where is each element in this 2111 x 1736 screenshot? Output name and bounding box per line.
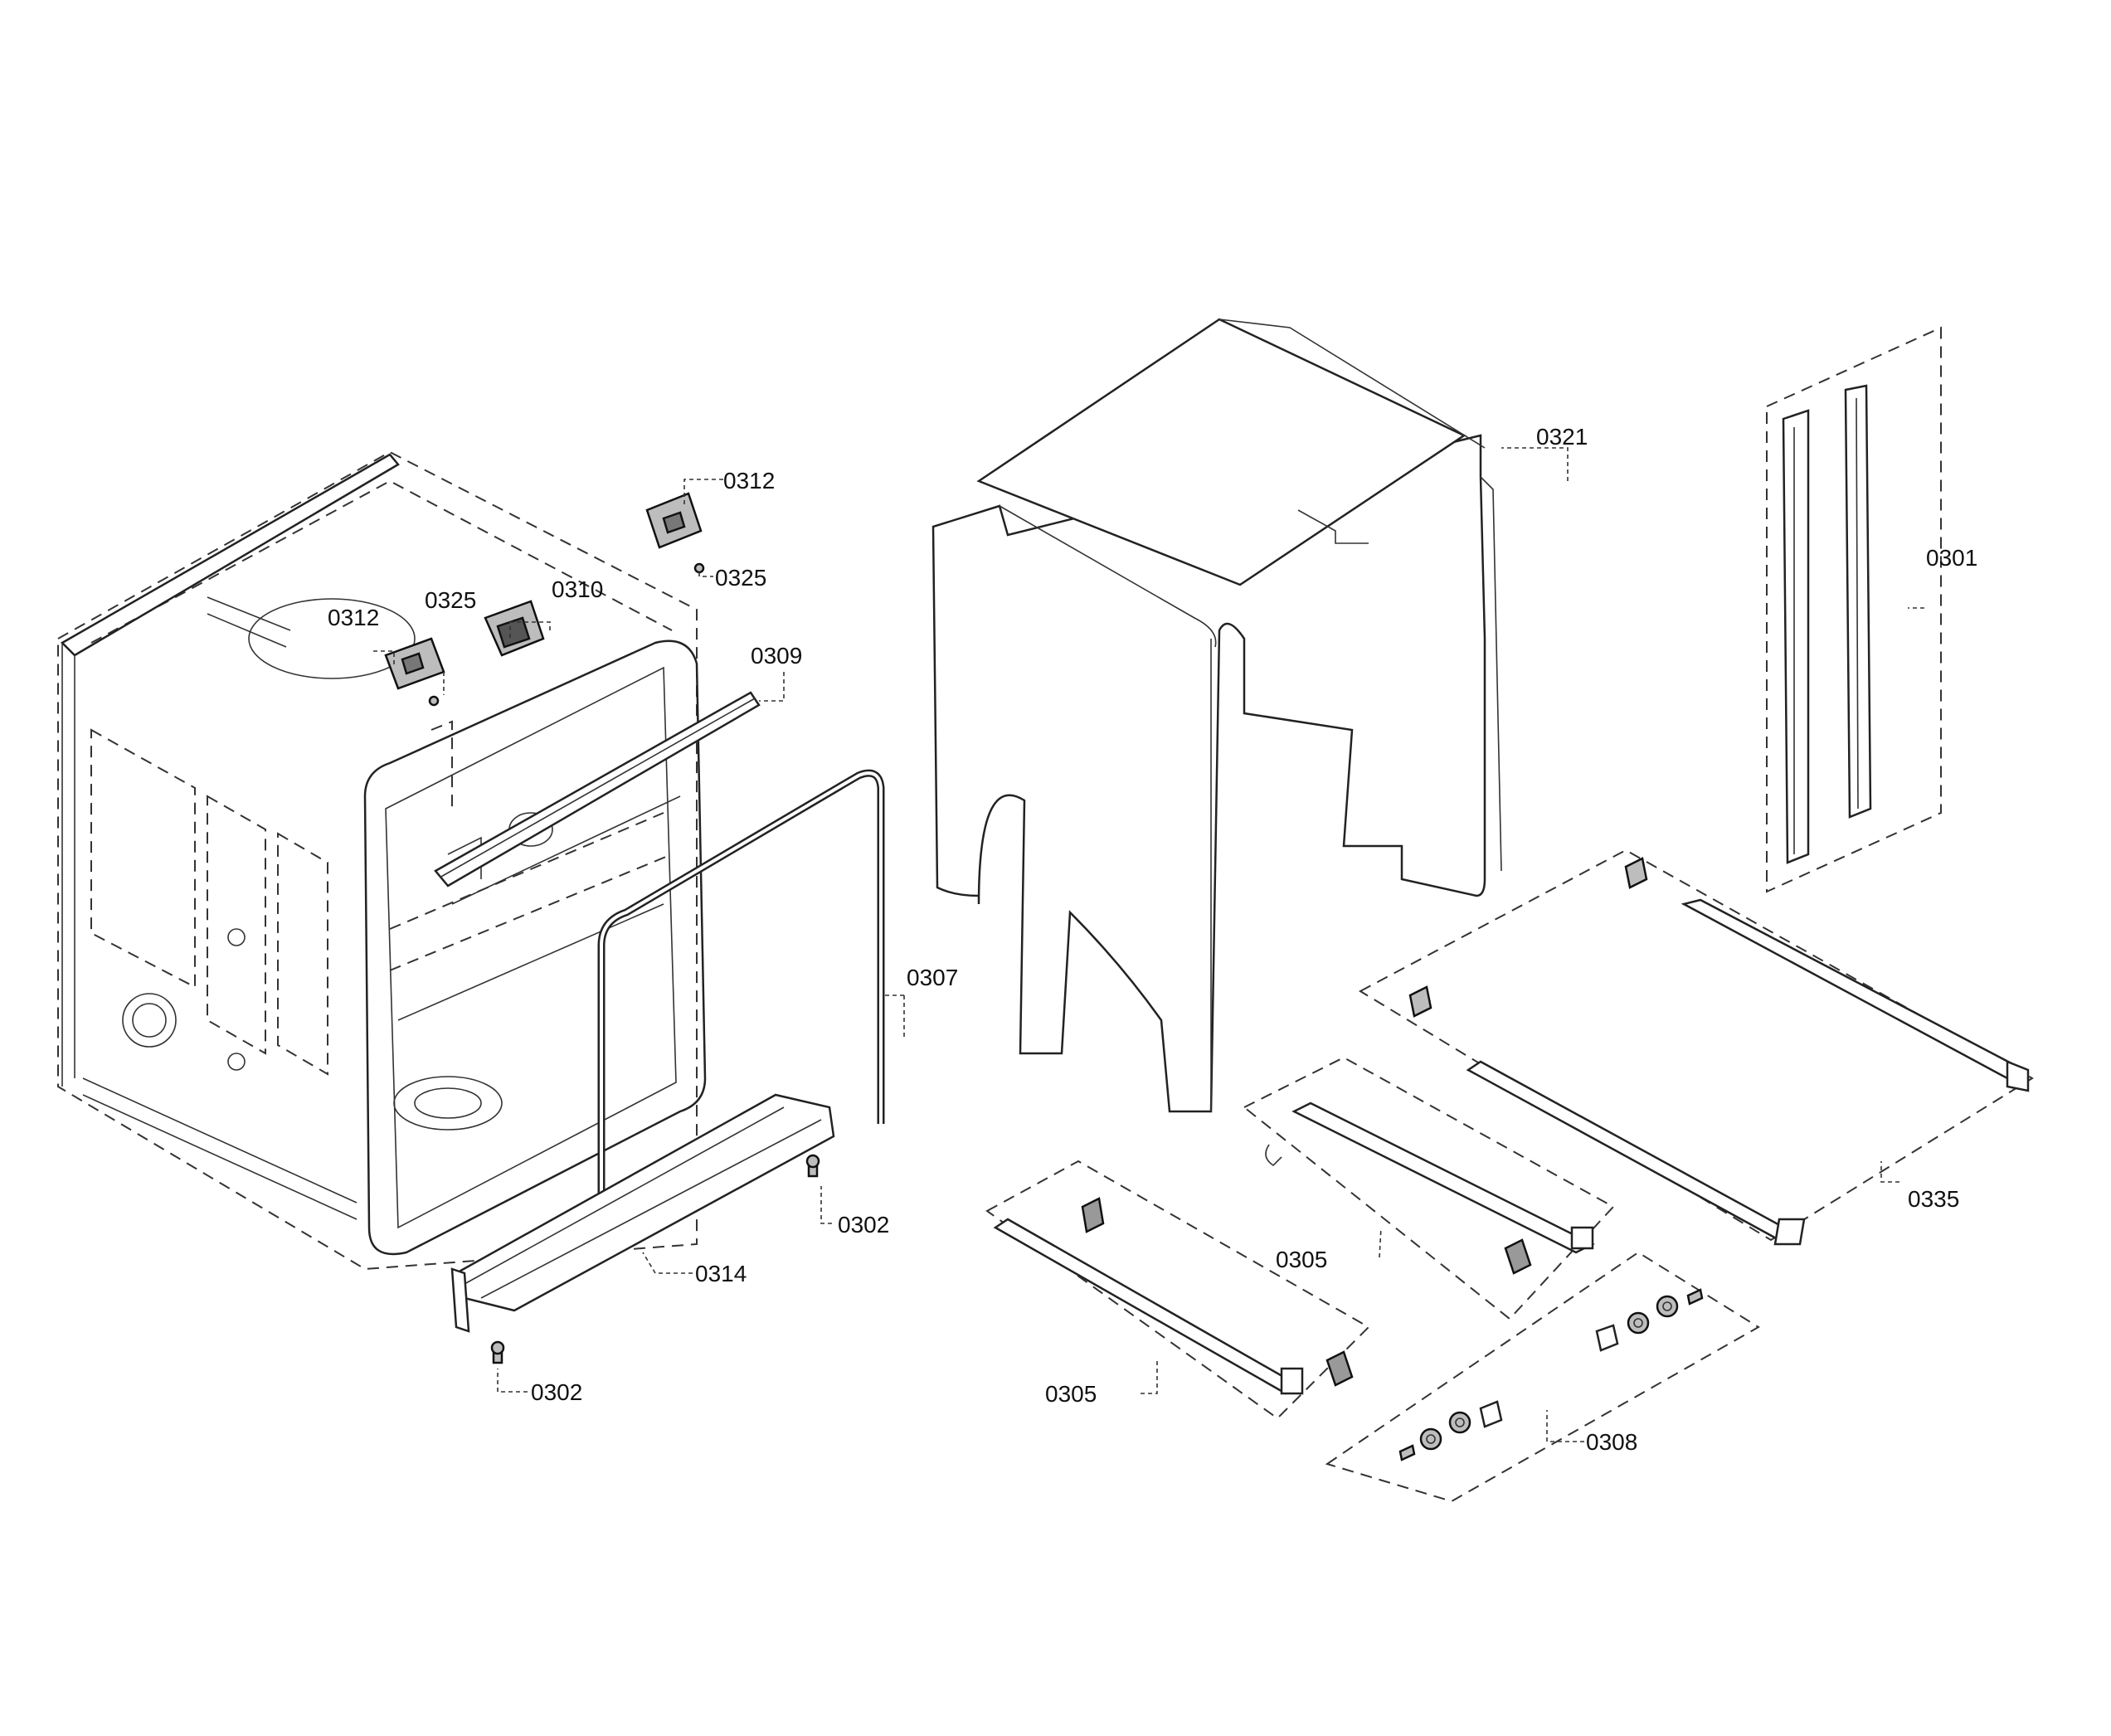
rail-0305-upper (1291, 1101, 1595, 1254)
callout-0310[interactable]: 0310 (552, 576, 603, 602)
hinge-bracket-upper (645, 492, 703, 549)
callout-0325-top[interactable]: 0325 (715, 565, 766, 591)
callout-0301[interactable]: 0301 (1926, 545, 1977, 571)
side-trim-left (1782, 409, 1810, 864)
rail-0335-back (1681, 898, 2030, 1092)
callout-0307[interactable]: 0307 (907, 965, 958, 990)
side-trim-right (1844, 384, 1872, 819)
rail-set-0305-lower (985, 1160, 1370, 1420)
clip-0305-lower-b (1325, 1350, 1354, 1387)
callout-0309[interactable]: 0309 (751, 643, 802, 669)
hinge-bracket-left (384, 637, 445, 690)
screw-0325-b (428, 695, 440, 707)
rail-0335-front (1466, 1060, 1806, 1246)
callout-0312-top[interactable]: 0312 (723, 468, 775, 494)
base-rail-0314 (450, 1093, 835, 1333)
callout-0314[interactable]: 0314 (695, 1261, 747, 1286)
rail-set-0335 (1358, 849, 2034, 1246)
callout-0305-lower[interactable]: 0305 (1045, 1381, 1097, 1407)
clip-0335-a (1624, 857, 1648, 889)
side-trim-group-0301 (1766, 326, 1942, 893)
callout-0302-bottom[interactable]: 0302 (531, 1379, 582, 1405)
clip-0305-upper-b (1504, 1238, 1532, 1275)
insulation-blanket-0321 (931, 318, 1502, 1113)
clip-0305-upper-a (1265, 1144, 1282, 1167)
leader-lines (373, 447, 1924, 1442)
rail-0305-lower (993, 1218, 1304, 1395)
callout-0335[interactable]: 0335 (1908, 1186, 1959, 1212)
clip-0305-lower-a (1081, 1197, 1105, 1233)
screw-0302-a (805, 1154, 820, 1178)
callout-0325-left[interactable]: 0325 (425, 587, 476, 613)
dishwasher-tub (57, 450, 707, 1271)
wheel-kit-row-left (1398, 1400, 1503, 1461)
callout-0312-left[interactable]: 0312 (328, 605, 379, 630)
clip-0335-b (1408, 985, 1432, 1018)
wheel-kit-0308 (1325, 1251, 1760, 1503)
callout-0305-middle[interactable]: 0305 (1276, 1247, 1327, 1272)
screw-0302-b (490, 1340, 505, 1364)
rail-set-0305-upper (1243, 1056, 1615, 1320)
wheel-kit-row-right (1595, 1288, 1704, 1352)
callout-0308[interactable]: 0308 (1586, 1429, 1637, 1455)
callout-0302-right[interactable]: 0302 (838, 1212, 889, 1238)
callout-0321[interactable]: 0321 (1536, 424, 1588, 450)
top-seal-strip-0309 (434, 691, 761, 887)
callout-labels: 0312 0325 0310 0312 0325 0309 0307 0302 … (328, 424, 1977, 1455)
screw-0325-a (693, 562, 705, 574)
hinge-center (484, 600, 545, 657)
door-gasket-0307 (597, 769, 885, 1244)
